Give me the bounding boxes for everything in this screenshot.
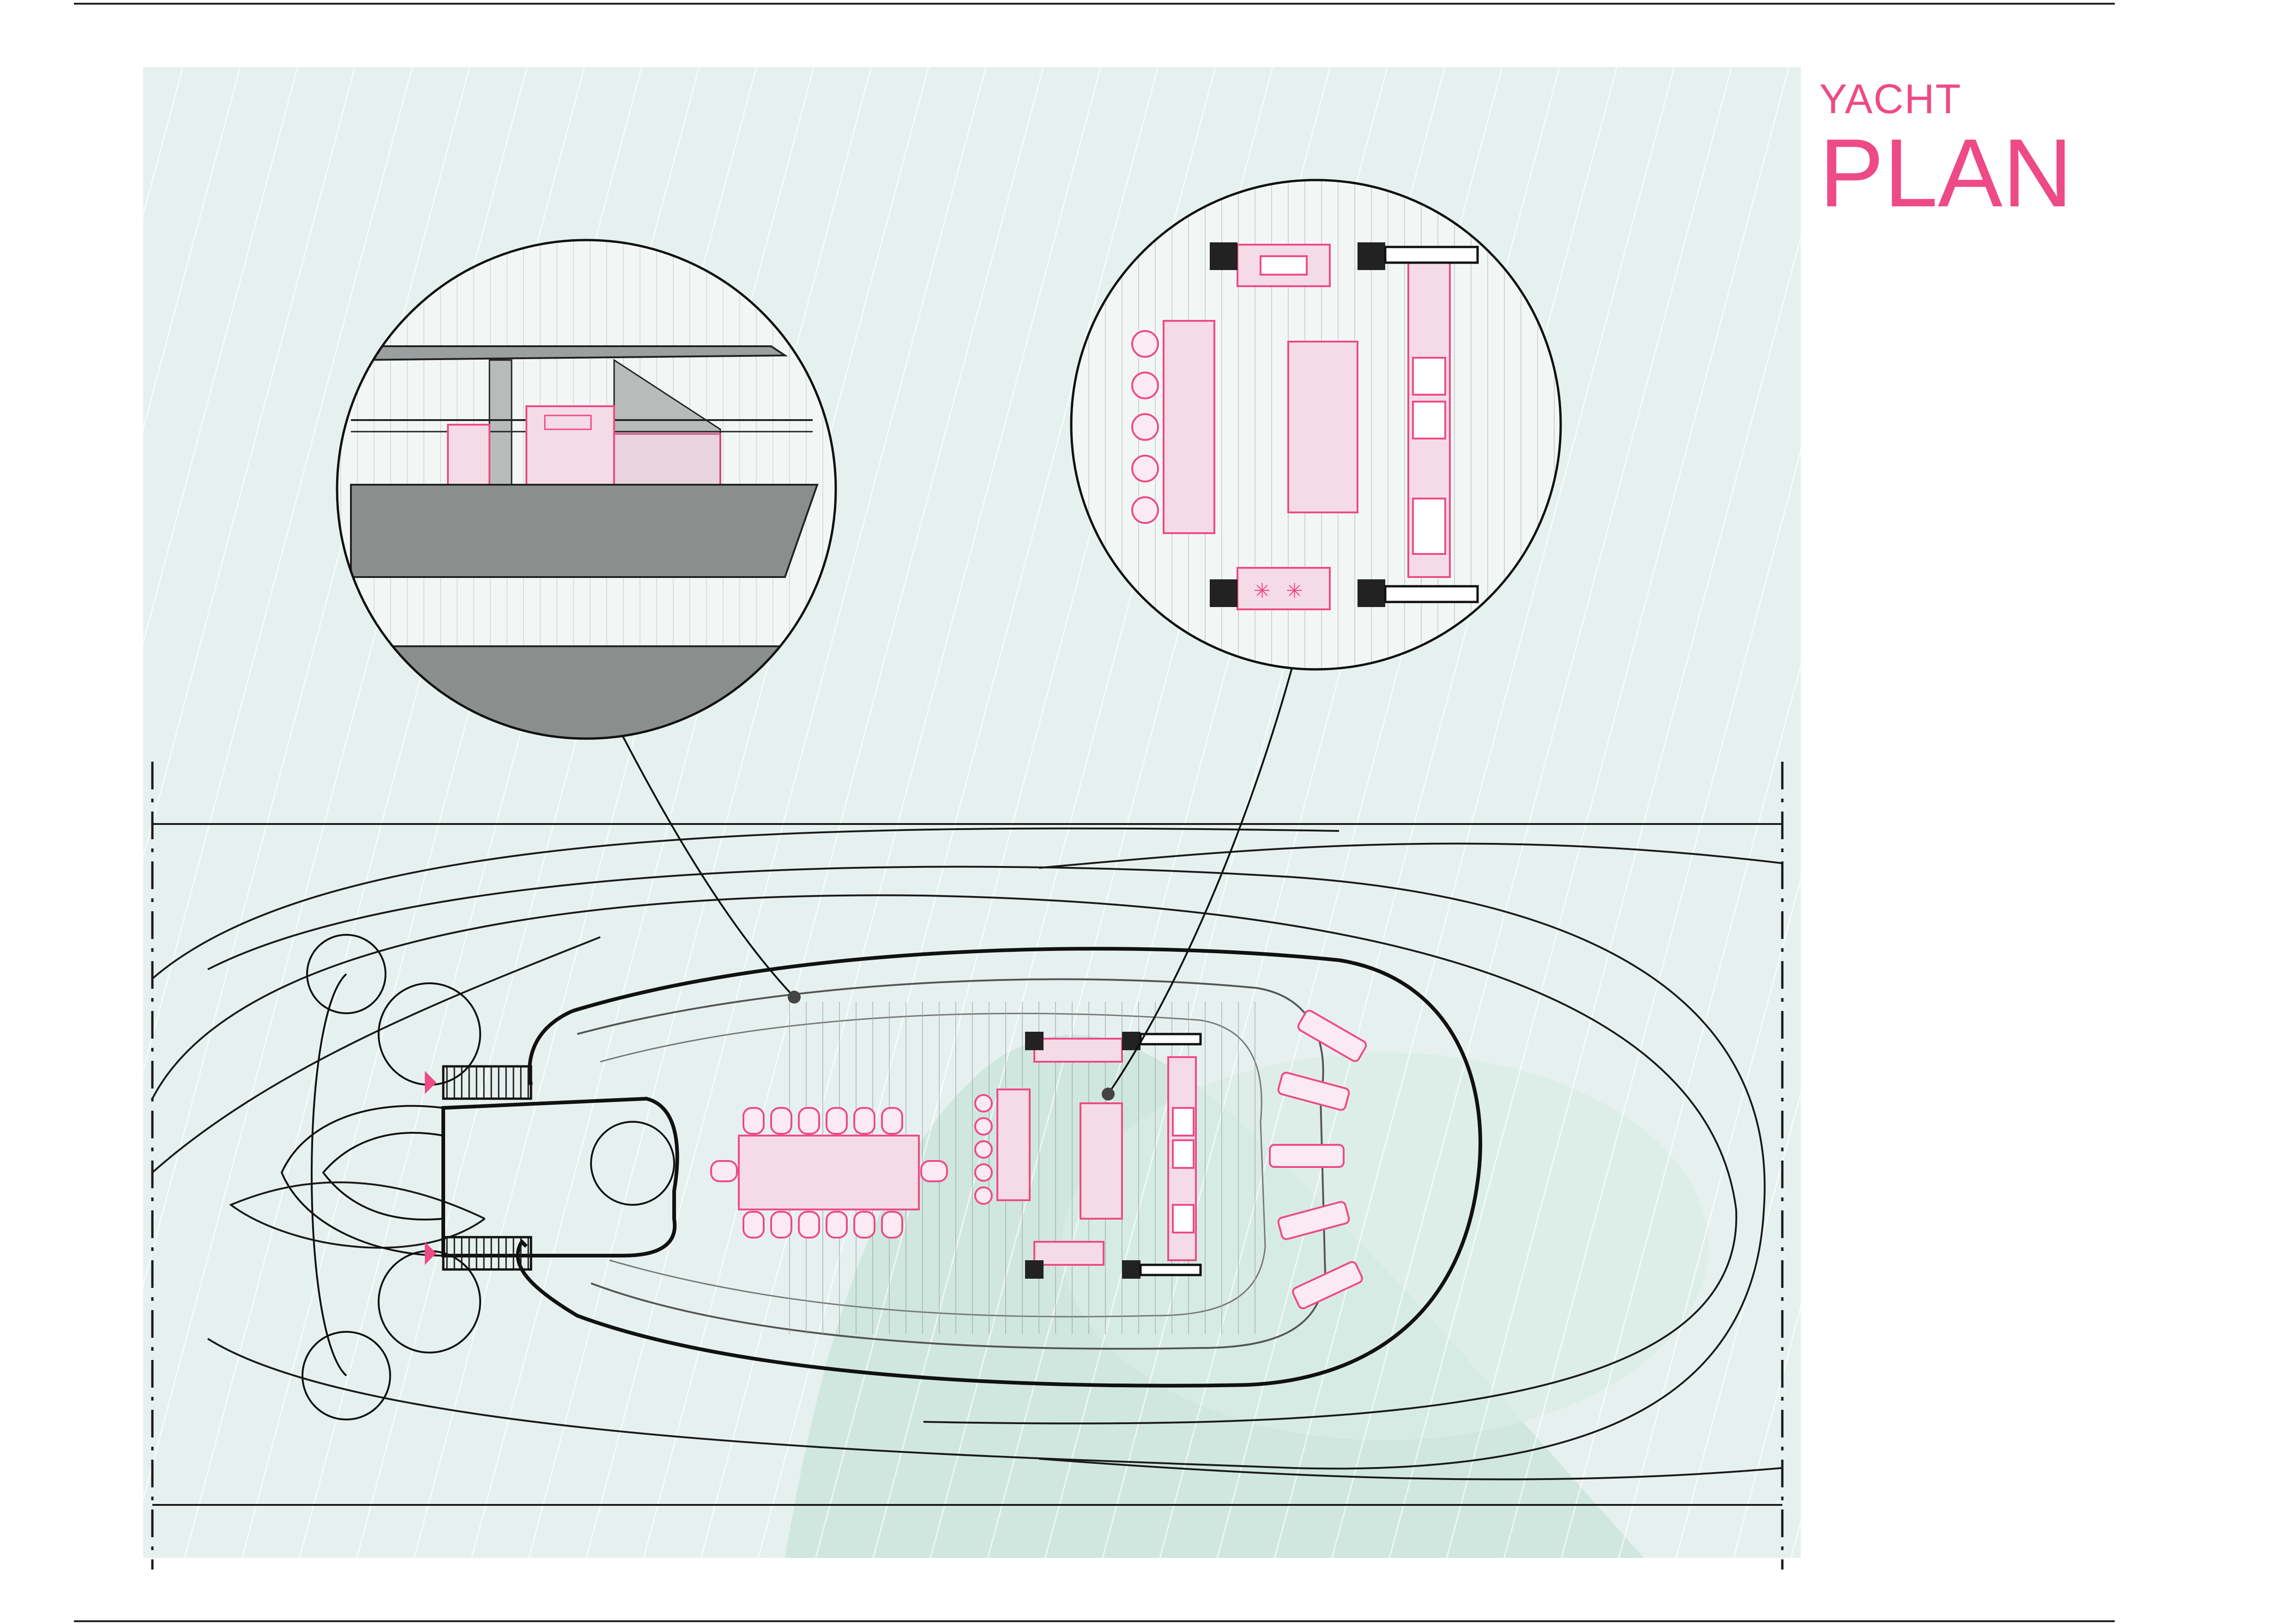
galley-detail-frame <box>1070 179 1562 671</box>
dining-table <box>738 1135 920 1210</box>
hull-section <box>350 484 819 578</box>
title-yacht: YACHT <box>1819 78 1962 122</box>
wake-lines <box>151 827 1783 1480</box>
cooktop-burner-icon: ✳ <box>1254 579 1271 603</box>
starboard-stair-arrow <box>425 1242 436 1265</box>
galley-plan <box>974 1038 1197 1266</box>
leader-dot-galley <box>1102 1088 1115 1101</box>
stern-fenders <box>302 934 481 1420</box>
section-detail <box>337 240 836 739</box>
port-stairs <box>442 1065 532 1100</box>
dining-chairs <box>710 1107 948 1239</box>
title-plan: PLAN <box>1819 119 2073 227</box>
galley-plan-rails <box>1139 1033 1202 1276</box>
canopy-post <box>489 359 513 486</box>
plan-frame <box>151 762 1784 1570</box>
dining-set <box>710 1107 948 1239</box>
cooktop-burner-icon-2: ✳ <box>1286 579 1303 603</box>
leader-dot-section <box>788 991 801 1004</box>
water-background <box>143 67 1801 1558</box>
galley-detail: ✳ ✳ <box>1071 180 1561 669</box>
port-stair-arrow <box>425 1071 436 1094</box>
sun-loungers <box>1269 1010 1367 1310</box>
section-detail-frame <box>336 239 837 740</box>
starboard-stairs <box>442 1236 532 1271</box>
